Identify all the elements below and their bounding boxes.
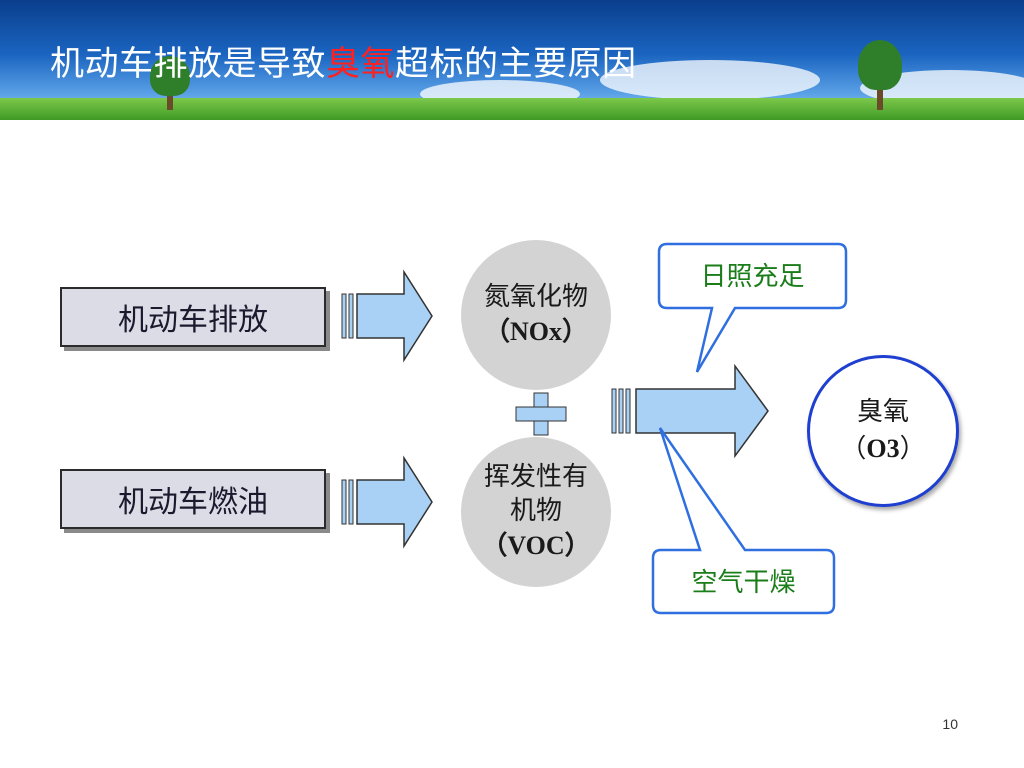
grass-graphic [0, 98, 1024, 120]
callout-sunlight-text: 日照充足 [700, 262, 805, 292]
title-highlight: 臭氧 [326, 44, 395, 84]
header-banner [0, 0, 1024, 120]
ozone-circle: 臭氧 （O3） [807, 355, 959, 507]
tree-graphic [877, 70, 883, 110]
source-label: 机动车燃油 [118, 485, 268, 520]
callout-sunlight-bubble [657, 242, 848, 373]
slide-title: 机动车排放是导致臭氧超标的主要原因 [50, 36, 637, 85]
ozone-formula: O3 [866, 433, 900, 463]
ozone-formula-line: （O3） [840, 431, 925, 467]
ozone-paren-close: ） [899, 433, 926, 464]
tree-graphic [858, 40, 902, 90]
ozone-name: 臭氧 [856, 397, 909, 428]
callout-dry-air-bubble [651, 427, 836, 615]
nox-circle: 氮氧化物 （NOx） [461, 240, 611, 390]
voc-name-line2: 机物 [509, 496, 562, 527]
voc-circle: 挥发性有 机物 （VOC） [461, 437, 611, 587]
title-prefix: 机动车排放是导致 [50, 44, 326, 84]
source-vehicle-fuel: 机动车燃油 [60, 469, 326, 529]
source-label: 机动车排放 [118, 303, 268, 338]
tree-graphic [150, 56, 190, 96]
callout-dry-air-text: 空气干燥 [691, 568, 796, 598]
arrow-fuel-to-voc [341, 455, 433, 549]
page-number: 10 [942, 716, 958, 732]
plus-icon [515, 392, 567, 436]
arrow-precursors-to-ozone [611, 363, 769, 459]
source-vehicle-emission: 机动车排放 [60, 287, 326, 347]
cloud-graphic [600, 60, 820, 100]
arrow-emission-to-nox [341, 269, 433, 363]
nox-formula: （NOx） [483, 317, 588, 346]
nox-name: 氮氧化物 [483, 282, 588, 313]
title-suffix: 超标的主要原因 [395, 44, 637, 84]
ozone-paren-open: （ [840, 433, 867, 464]
voc-formula: （VOC） [481, 530, 591, 560]
voc-name-line1: 挥发性有 [483, 462, 588, 493]
